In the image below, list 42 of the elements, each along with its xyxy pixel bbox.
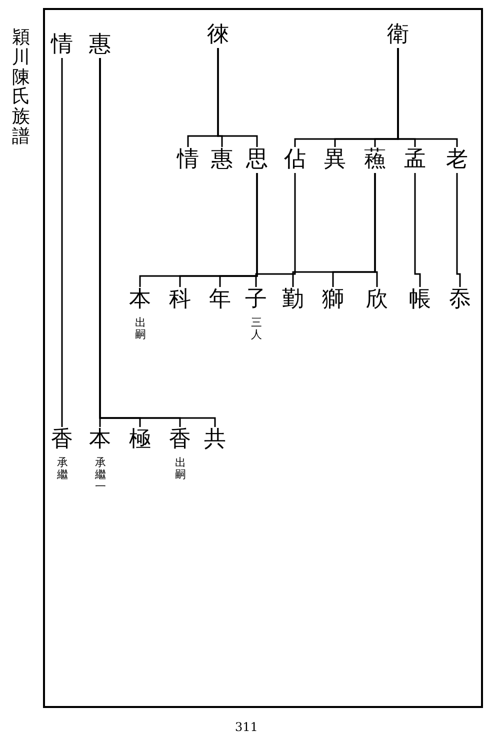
lineage-line xyxy=(219,173,258,287)
name-text: 帳 xyxy=(407,287,433,313)
name-text: 思 xyxy=(244,147,270,173)
name-text: 科 xyxy=(167,287,193,313)
name-text: 惠 xyxy=(209,147,235,173)
annotation-text: 出嗣 xyxy=(135,317,146,342)
lineage-line xyxy=(374,173,378,287)
name-text: 本 xyxy=(87,427,113,453)
name-text: 香 xyxy=(167,427,193,453)
name-text: 蘓 xyxy=(362,147,388,173)
name-text: 異 xyxy=(322,147,348,173)
name-text: 勤 xyxy=(280,287,306,313)
page-number: 311 xyxy=(235,719,258,736)
name-text: 極 xyxy=(127,427,153,453)
name-text: 佔 xyxy=(282,147,308,173)
name-text: 獅 xyxy=(320,287,346,313)
name-text: 情 xyxy=(175,147,201,173)
name-text: 惠 xyxy=(87,32,113,58)
name-text: 情 xyxy=(49,32,75,58)
name-text: 共 xyxy=(202,427,228,453)
name-text: 本 xyxy=(127,287,153,313)
name-text: 老 xyxy=(444,147,470,173)
name-text: 衛 xyxy=(385,22,411,48)
name-text: 年 xyxy=(207,287,233,313)
name-text: 香 xyxy=(49,427,75,453)
lineage-line xyxy=(61,58,63,427)
lineage-line xyxy=(414,173,421,287)
lineage-line xyxy=(217,48,258,147)
lineage-line xyxy=(255,173,296,287)
name-text: 忝 xyxy=(447,287,473,313)
lineage-line xyxy=(397,48,458,147)
annotation-text: 三人 xyxy=(251,317,262,342)
name-text: 欣 xyxy=(364,287,390,313)
annotation-text: 承繼 xyxy=(57,457,68,482)
vertical-title: 穎川陳氏族譜 xyxy=(12,28,30,147)
annotation-text: 承繼一 xyxy=(95,457,106,494)
annotation-text: 出嗣 xyxy=(175,457,186,482)
lineage-line xyxy=(456,173,461,287)
name-text: 孟 xyxy=(402,147,428,173)
name-text: 徠 xyxy=(205,22,231,48)
lineage-line xyxy=(99,58,216,427)
name-text: 子 xyxy=(243,287,269,313)
